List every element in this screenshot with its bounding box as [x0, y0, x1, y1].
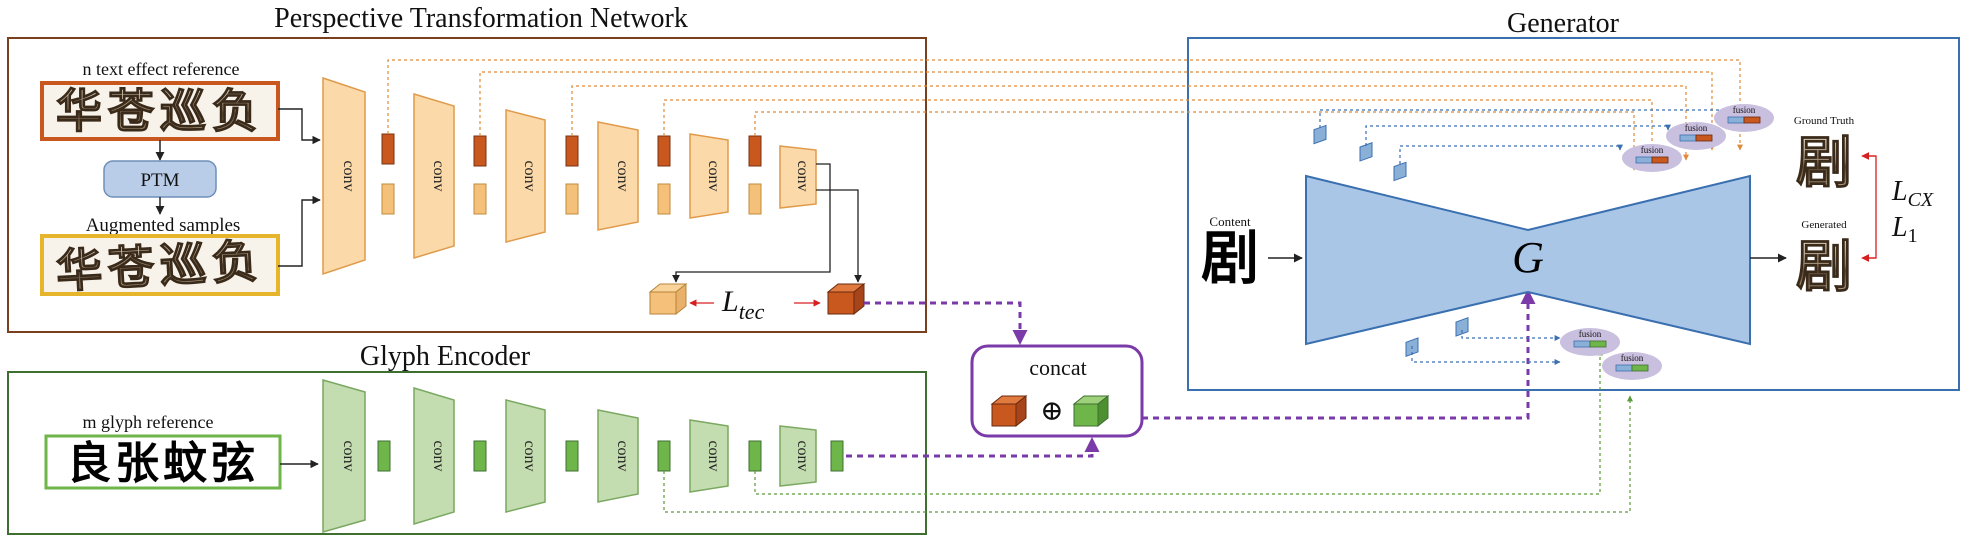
content-char: 剧 [1201, 224, 1259, 292]
svg-text:fusion: fusion [1685, 123, 1708, 133]
svg-text:conv: conv [430, 160, 447, 191]
loss-tec: Ltec [721, 285, 765, 324]
ground-truth-char: 剧 [1796, 131, 1852, 196]
svg-text:conv: conv [794, 440, 811, 471]
generator-box [1187, 37, 1960, 391]
generated-char: 剧 [1796, 235, 1852, 300]
glyph-encoder-box [7, 371, 927, 535]
svg-text:conv: conv [614, 440, 631, 471]
generator-body [1305, 174, 1751, 346]
concat-connections [846, 289, 1536, 458]
svg-text:conv: conv [430, 440, 447, 471]
loss-cx: LCX [1891, 176, 1934, 211]
svg-text:conv: conv [705, 440, 722, 471]
glyph-reference-text: 良张蚊弦 [67, 438, 259, 489]
ptn-conv-1: conv [322, 76, 366, 276]
svg-text:conv: conv [705, 160, 722, 191]
fusion-node-2: fusion [1666, 122, 1726, 150]
glyph-skip-connections [663, 349, 1633, 513]
generated-label: Generated [1801, 219, 1847, 231]
style-feature-light [648, 282, 688, 316]
svg-text:conv: conv [340, 160, 357, 191]
svg-text:fusion: fusion [1579, 329, 1602, 339]
loss-bracket [1864, 155, 1877, 259]
svg-text:fusion: fusion [1621, 353, 1644, 363]
ptn-skip-connections [387, 59, 1743, 171]
loss-l1: L1 [1891, 212, 1918, 247]
generator-feature-maps [1313, 124, 1469, 357]
glyph-conv-3: conv [505, 399, 546, 513]
glyph-conv-1: conv [322, 379, 366, 533]
glyph-conv-2: conv [413, 386, 455, 526]
augmented-image-text: 华苍巡负 [55, 234, 266, 299]
generator-g-label: G [1512, 233, 1544, 282]
ptm-label: PTM [140, 170, 179, 191]
fusion-node-4: fusion [1560, 328, 1620, 356]
svg-text:conv: conv [794, 160, 811, 191]
glyph-encoder-title: Glyph Encoder [360, 341, 531, 372]
glyph-reference-label: m glyph reference [83, 412, 214, 432]
reference-image-frame [40, 81, 280, 141]
svg-text:conv: conv [340, 440, 357, 471]
ptn-conv-2: conv [413, 92, 455, 260]
augmented-label: Augmented samples [86, 215, 241, 236]
svg-text:fusion: fusion [1733, 105, 1756, 115]
concat-label: concat [1029, 355, 1086, 380]
svg-text:conv: conv [614, 160, 631, 191]
generator-title: Generator [1507, 8, 1620, 39]
concat-operator: ⊕ [1040, 396, 1063, 427]
reference-label: n text effect reference [82, 59, 239, 79]
augmented-image-frame [40, 234, 280, 296]
generator-skip-connections [1319, 109, 1743, 365]
fusion-node-3: fusion [1622, 144, 1682, 172]
svg-text:conv: conv [521, 160, 538, 191]
ptn-box [7, 37, 927, 333]
content-label: Content [1209, 214, 1251, 229]
glyph-conv-4: conv [597, 409, 639, 503]
fusion-node-1: fusion [1714, 104, 1774, 132]
ptn-title: Perspective Transformation Network [274, 3, 688, 34]
svg-text:fusion: fusion [1641, 145, 1664, 155]
glyph-conv-6: conv [779, 425, 817, 487]
ptn-conv-5: conv [689, 133, 729, 219]
ptn-conv-3: conv [505, 109, 546, 243]
ptn-conv-4: conv [597, 121, 639, 231]
concat-glyph-feature [1072, 394, 1110, 428]
concat-style-feature [990, 394, 1028, 428]
ground-truth-label: Ground Truth [1794, 115, 1855, 127]
reference-image-text: 华苍巡负 [56, 84, 264, 138]
glyph-conv-5: conv [689, 419, 729, 493]
style-feature-dark [826, 282, 866, 316]
svg-text:conv: conv [521, 440, 538, 471]
fusion-node-5: fusion [1602, 352, 1662, 380]
ptn-conv-6: conv [779, 145, 817, 209]
glyph-reference-frame [44, 434, 282, 490]
